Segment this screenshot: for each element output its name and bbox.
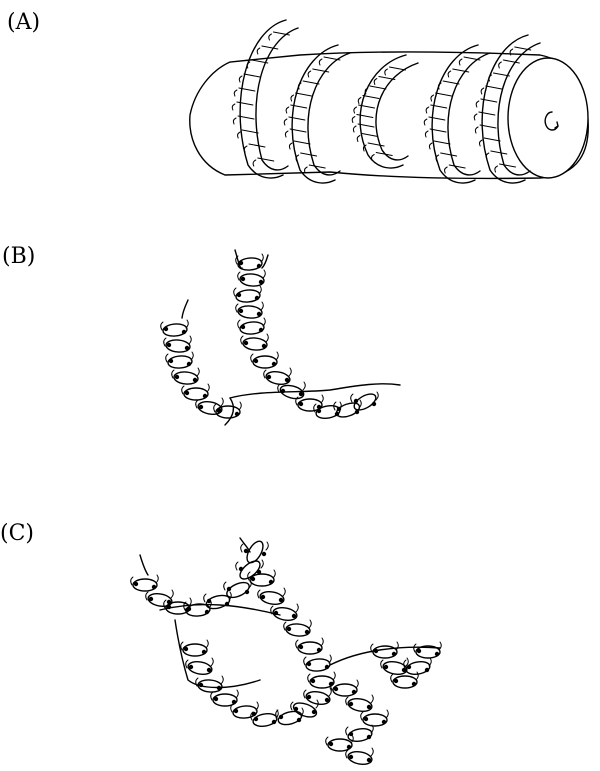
panel-a-cylinder-end [508,58,588,178]
panel-c-drawing [131,538,442,766]
panel-b-lower-curve [225,398,233,425]
panel-a-drawing [190,20,588,183]
panel-b-drawing [161,250,400,425]
panel-c-body-outline [175,620,260,688]
